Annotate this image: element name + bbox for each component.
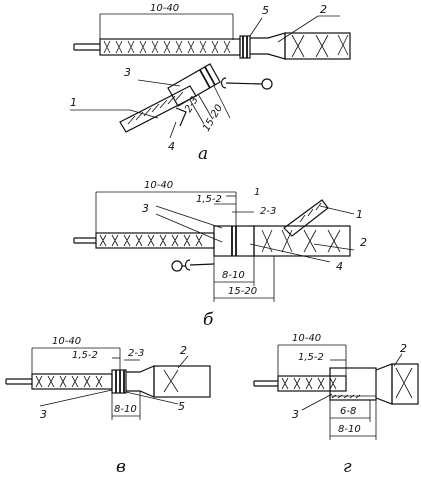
part-label-4: 4 xyxy=(336,260,343,273)
cable-core-left xyxy=(253,380,278,387)
dimension-10-40: 10-40 xyxy=(99,3,234,40)
part-label-3: 3 xyxy=(142,202,149,215)
part-label-3: 3 xyxy=(292,408,299,421)
conical-transition xyxy=(375,363,393,405)
panel-g: 10-40 1,5-2 6-8 8-10 3 2 г xyxy=(253,333,419,477)
dim-label: 1,5-2 xyxy=(196,194,222,205)
dim-label: 1 xyxy=(254,187,260,198)
part-label-1: 1 xyxy=(356,208,363,221)
part-label-4: 4 xyxy=(168,140,175,153)
cable-core-left xyxy=(73,237,96,244)
dim-label: 10-40 xyxy=(150,3,179,14)
cable-core-left xyxy=(73,43,100,51)
part-label-2: 2 xyxy=(360,236,367,249)
dim-label: 2-3 xyxy=(183,95,201,115)
solder-band xyxy=(111,369,127,394)
dimension-bottom: 8-10 15-20 xyxy=(213,256,275,302)
dim-label: 2-3 xyxy=(128,348,144,359)
part-label-2: 2 xyxy=(400,342,407,355)
branch-cable xyxy=(283,199,329,237)
dimension-10-40: 10-40 xyxy=(31,336,121,374)
probe-tool xyxy=(220,77,273,90)
panel-caption: а xyxy=(198,144,208,164)
dim-label: 8-10 xyxy=(114,404,137,415)
dim-label: 15-20 xyxy=(201,103,225,134)
cable-sheath-left xyxy=(99,38,241,56)
clamp xyxy=(175,107,187,127)
solder-band xyxy=(239,35,251,59)
conical-transition xyxy=(250,32,286,60)
dim-label: 1,5-2 xyxy=(72,350,98,361)
part-label-1: 1 xyxy=(70,96,77,109)
part-label-2: 2 xyxy=(180,344,187,357)
cable-right xyxy=(284,32,351,60)
part-label-5: 5 xyxy=(262,4,269,17)
cable-right xyxy=(391,363,419,405)
panel-caption: г xyxy=(343,457,352,477)
dim-label: 2-3 xyxy=(260,206,276,217)
connector-sleeve xyxy=(329,367,377,401)
cable-sheath-left xyxy=(95,232,215,249)
dim-label: 15-20 xyxy=(228,286,257,297)
cable-right xyxy=(153,365,211,398)
dim-label: 1,5-2 xyxy=(298,352,324,363)
panel-v: 10-40 1,5-2 2-3 8-10 3 5 2 в xyxy=(5,336,211,477)
panel-caption: в xyxy=(116,457,126,477)
part-label-3: 3 xyxy=(40,408,47,421)
dimension-10-40: 10-40 xyxy=(95,180,237,234)
dimension-small: 1,5-2 1 2-3 xyxy=(196,187,276,217)
panel-a: 10-40 2-3 15-20 5 xyxy=(70,3,351,164)
dim-label: 6-8 xyxy=(340,406,356,417)
dimension-bottom: 6-8 8-10 xyxy=(329,400,377,440)
cable-core-left xyxy=(5,378,32,385)
panel-b: 10-40 1,5-2 1 2-3 8-10 15-20 3 1 2 4 б xyxy=(73,180,367,330)
part-label-5: 5 xyxy=(178,400,185,413)
probe-tool xyxy=(171,259,215,272)
dim-label: 8-10 xyxy=(222,270,245,281)
dimension-10-40: 10-40 xyxy=(277,333,347,376)
part-label-3: 3 xyxy=(124,66,131,79)
cable-sheath-left xyxy=(31,373,113,390)
part-label-2: 2 xyxy=(320,3,327,16)
cable-sheath-left xyxy=(277,375,347,392)
cable-right xyxy=(253,225,351,257)
dimension-bottom: 8-10 xyxy=(111,391,141,420)
dimension-angled: 2-3 15-20 xyxy=(183,85,231,134)
connector-sleeve xyxy=(167,63,221,107)
dimension-small: 1,5-2 2-3 xyxy=(72,348,144,361)
dimension-small: 1,5-2 xyxy=(298,352,346,363)
dim-label: 10-40 xyxy=(292,333,321,344)
dim-label: 8-10 xyxy=(338,424,361,435)
panel-caption: б xyxy=(203,310,214,330)
dim-label: 10-40 xyxy=(144,180,173,191)
dim-label: 10-40 xyxy=(52,336,81,347)
